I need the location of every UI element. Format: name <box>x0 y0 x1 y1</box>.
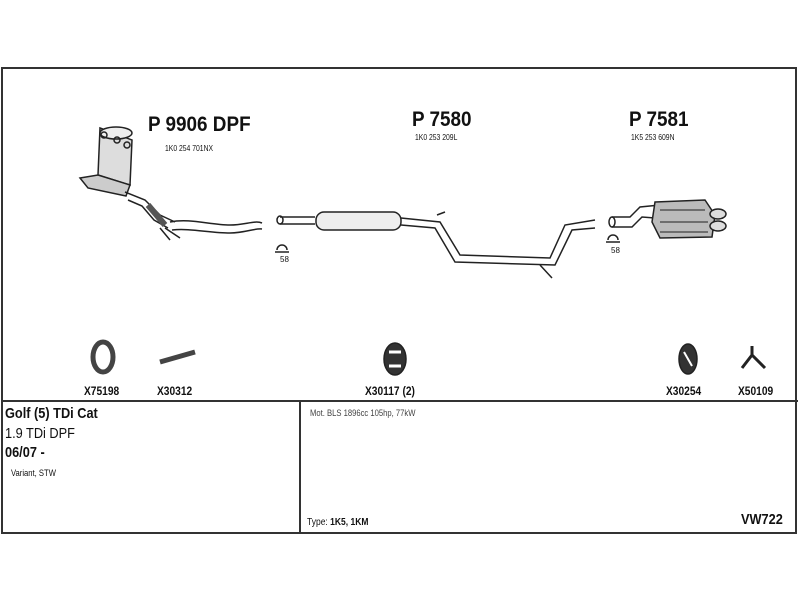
clamp-number: 58 <box>611 246 620 255</box>
hanger-y-icon <box>740 346 767 370</box>
dpf-part-drawing <box>78 126 263 241</box>
rear-silencer-drawing <box>608 199 727 239</box>
clamp-number: 58 <box>280 255 289 264</box>
type-info: Type: 1K5, 1KM <box>307 517 368 528</box>
type-label: Type: <box>307 517 328 528</box>
clamp-icon <box>275 244 289 253</box>
part-number-dpf: P 9906 DPF <box>148 113 251 136</box>
diagram-code: VW722 <box>741 511 783 528</box>
middle-pipe-drawing <box>276 211 596 279</box>
vehicle-engine: 1.9 TDi DPF <box>5 425 75 442</box>
rubber-mount-icon <box>383 342 407 376</box>
accessory-label: X30254 <box>666 384 702 398</box>
gasket-ring-icon <box>90 339 116 375</box>
vehicle-date: 06/07 - <box>5 444 45 461</box>
vehicle-body: Variant, STW <box>11 468 56 478</box>
oe-number-dpf: 1K0 254 701NX <box>165 144 214 153</box>
rubber-mount-small-icon <box>678 343 698 375</box>
oe-number-rear: 1K5 253 609N <box>631 133 675 142</box>
divider-vertical <box>299 400 301 534</box>
motor-details: Mot. BLS 1896cc 105hp, 77kW <box>310 408 416 418</box>
oe-number-middle: 1K0 253 209L <box>415 133 458 142</box>
part-number-middle: P 7580 <box>412 108 472 131</box>
accessory-label: X75198 <box>84 384 120 398</box>
accessory-label: X30117 (2) <box>365 384 415 398</box>
accessory-label: X30312 <box>157 384 193 398</box>
type-value: 1K5, 1KM <box>330 517 369 528</box>
vehicle-model: Golf (5) TDi Cat <box>5 405 98 422</box>
clamp-icon <box>606 234 620 243</box>
bolt-kit-icon <box>159 349 196 365</box>
divider-horizontal <box>1 400 798 402</box>
accessory-label: X50109 <box>738 384 774 398</box>
diagram-frame <box>1 67 797 534</box>
part-number-rear: P 7581 <box>629 108 689 131</box>
